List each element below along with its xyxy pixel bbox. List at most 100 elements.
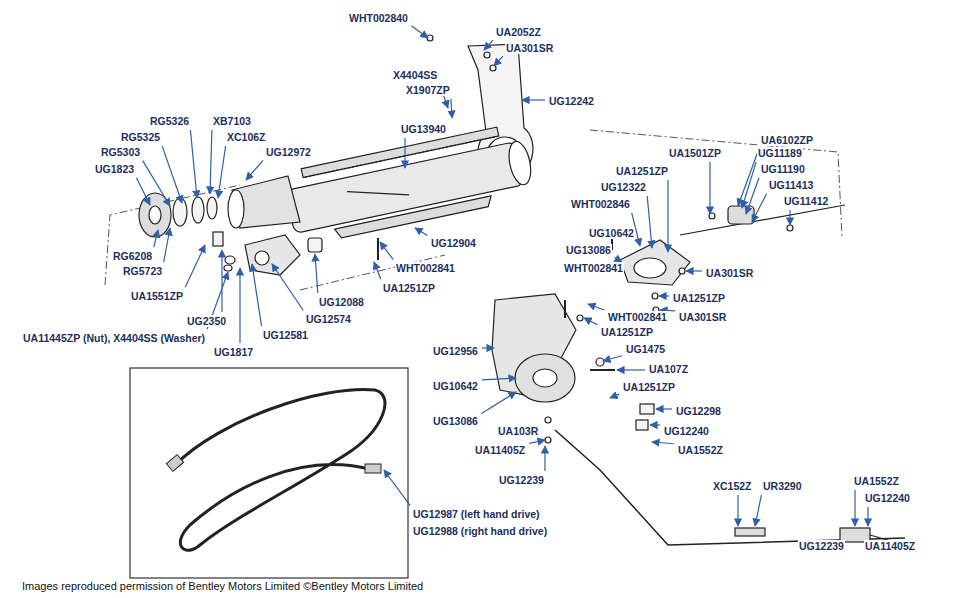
leader-arrow xyxy=(482,392,516,413)
part-number: XC152Z xyxy=(712,480,753,492)
part-number: UA301SR xyxy=(505,42,554,54)
part-number: RG6208 xyxy=(112,250,153,262)
part-number: WHT002846 xyxy=(570,198,631,210)
leader-arrow xyxy=(384,470,410,506)
part-number: UA1552Z xyxy=(853,475,900,487)
leader-arrow xyxy=(709,162,710,214)
part-number: UA2052Z xyxy=(495,26,542,38)
part-number: UG1817 xyxy=(213,346,254,358)
part-number: UA301SR xyxy=(678,311,727,323)
part-number: UG12240 xyxy=(864,492,911,504)
leader-arrow xyxy=(742,162,756,208)
part-number: UG12581 xyxy=(262,329,309,341)
part-number: XC106Z xyxy=(226,131,267,143)
part-number: UG13086 xyxy=(432,415,479,427)
leader-arrow xyxy=(162,146,182,203)
leader-arrow xyxy=(164,228,170,262)
leader-arrow xyxy=(603,356,622,361)
part-number: UG11413 xyxy=(768,179,814,191)
part-number: UG10642 xyxy=(588,227,635,239)
leader-arrow xyxy=(494,56,503,66)
part-number: UG1475 xyxy=(625,343,666,355)
part-number: UA1551ZP xyxy=(130,290,184,302)
leader-arrow xyxy=(218,146,226,198)
leader-arrow xyxy=(529,440,545,443)
leader-arrow xyxy=(484,40,493,50)
leader-arrow xyxy=(656,408,672,409)
part-number: UG12956 xyxy=(432,345,479,357)
leader-arrow xyxy=(738,149,759,206)
leader-arrow xyxy=(451,99,452,118)
part-number: UG11189 xyxy=(757,147,803,159)
part-number: UG12088 xyxy=(318,296,365,308)
leader-arrow xyxy=(210,130,212,194)
part-number: UG12904 xyxy=(430,237,477,249)
leader-arrow xyxy=(584,318,597,325)
leader-arrow xyxy=(482,378,516,380)
part-number: WHT002841 xyxy=(607,311,668,323)
part-number: UG12239 xyxy=(798,540,845,552)
part-number: RG5326 xyxy=(149,115,190,127)
part-number: UA1552Z xyxy=(677,444,724,456)
leader-arrow xyxy=(190,130,197,198)
leader-arrow xyxy=(650,424,660,425)
part-number: WHT002840 xyxy=(348,12,409,24)
part-number: UG12987 (left hand drive) xyxy=(412,508,541,520)
leader-arrow xyxy=(667,180,668,252)
part-number: UG12322 xyxy=(600,181,647,193)
part-number: UA6102ZP xyxy=(760,134,814,146)
part-number: UA11445ZP (Nut), X4404SS (Washer) xyxy=(22,332,206,344)
leader-arrow xyxy=(588,304,604,310)
part-number: UA1251ZP xyxy=(382,282,436,294)
part-number: UG12988 (right hand drive) xyxy=(412,525,548,537)
leader-arrow xyxy=(647,196,652,248)
part-number: UA11405Z xyxy=(474,444,526,456)
part-number: UG12574 xyxy=(305,313,352,325)
part-number: UA1251ZP xyxy=(622,381,676,393)
part-number: UG10642 xyxy=(432,380,479,392)
part-number: UA107Z xyxy=(648,363,689,375)
part-number: UG13086 xyxy=(565,244,612,256)
leader-arrow xyxy=(154,230,158,247)
leader-arrow xyxy=(415,228,427,235)
part-number: WHT002841 xyxy=(395,262,456,274)
leader-arrow xyxy=(755,495,761,526)
part-number: UG12240 xyxy=(663,425,710,437)
part-number: UG11412 xyxy=(783,195,829,207)
leader-arrow xyxy=(482,347,494,348)
leader-arrow xyxy=(522,99,545,100)
leader-arrow xyxy=(544,446,545,471)
part-number: UA301SR xyxy=(705,267,754,279)
part-number: RG5723 xyxy=(122,265,163,277)
part-number: UA11405Z xyxy=(864,540,916,552)
leader-arrow xyxy=(136,178,150,205)
leader-arrow xyxy=(617,369,645,370)
leader-arrow xyxy=(272,264,303,311)
part-number: UA1251ZP xyxy=(600,326,654,338)
leader-arrow xyxy=(659,295,669,296)
part-number: UG12972 xyxy=(265,146,312,158)
leader-arrow xyxy=(737,495,738,526)
part-number: X1907ZP xyxy=(405,84,451,96)
part-number: UA1501ZP xyxy=(668,147,722,159)
part-number: UG12239 xyxy=(498,474,545,486)
leader-arrow xyxy=(752,194,767,222)
leader-arrow xyxy=(867,507,868,526)
leader-arrow xyxy=(746,178,759,214)
leader-arrow xyxy=(652,442,674,444)
leader-arrow xyxy=(686,270,702,271)
copyright-caption: Images reproduced permission of Bentley … xyxy=(22,580,423,592)
part-number: UG12298 xyxy=(675,405,722,417)
part-number: RG5325 xyxy=(120,131,161,143)
part-number: UR3290 xyxy=(762,480,803,492)
part-number: UG2350 xyxy=(186,315,227,327)
part-number: UG11190 xyxy=(760,163,806,175)
part-number: WHT002841 xyxy=(563,262,624,274)
part-number: UA1251ZP xyxy=(615,165,669,177)
leader-arrow xyxy=(411,26,428,38)
part-number: UA1251ZP xyxy=(672,292,726,304)
leader-arrow xyxy=(221,250,222,312)
leader-arrow xyxy=(246,160,263,180)
leader-arrow xyxy=(854,490,855,526)
part-number: X4404SS xyxy=(392,69,438,81)
